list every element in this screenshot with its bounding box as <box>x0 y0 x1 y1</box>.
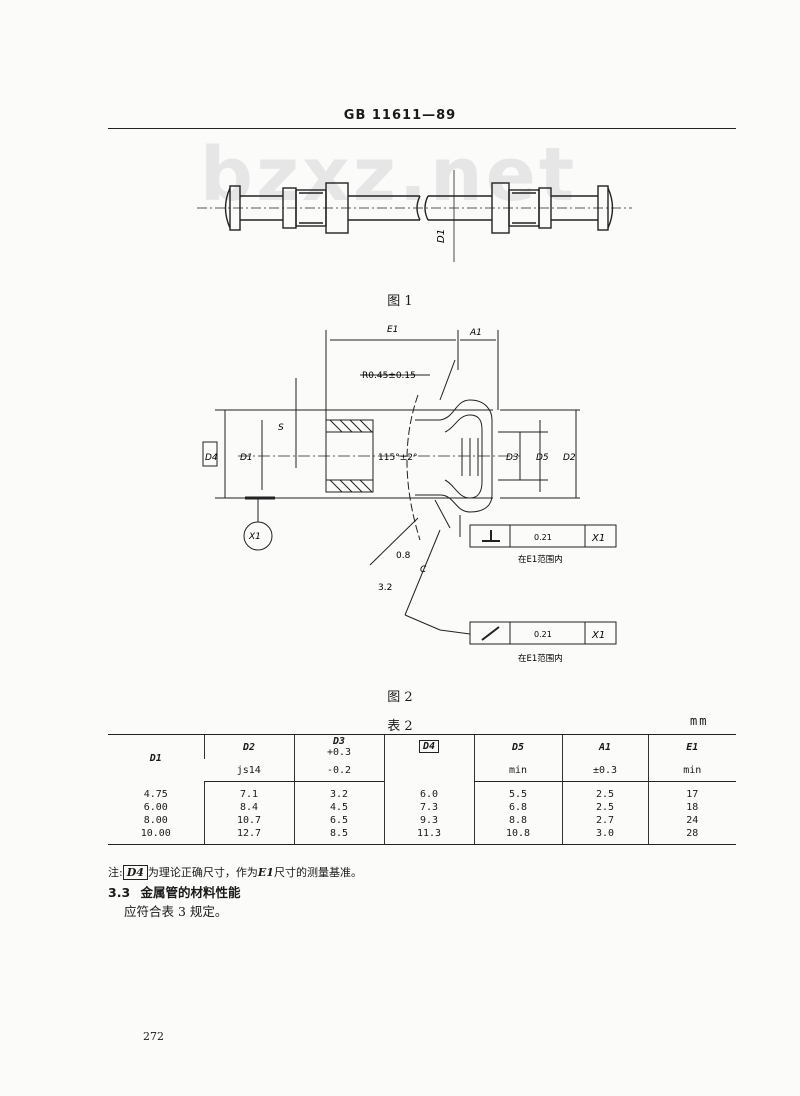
fig2-s-label: S <box>278 423 284 433</box>
table-cell: 10.00 <box>108 827 204 845</box>
figure2-drawing: E1 A1 R0.45±0.15 S D4 D1 115°±2° D3 D5 D… <box>202 325 617 664</box>
fig2-c-label: C <box>420 565 427 575</box>
subheader-d2: js14 <box>204 759 294 782</box>
runout-frame: 0.21 X1 在E1范围内 <box>469 621 617 664</box>
subheader-e1: min <box>647 759 736 782</box>
table-cell: 2.5 <box>561 781 648 801</box>
table-cell: 6.00 <box>143 802 168 813</box>
table-cell: 10.8 <box>473 827 562 845</box>
fig2-d3-label: D3 <box>506 453 519 463</box>
table-cell: 17 <box>647 781 736 801</box>
table-cell: 3.2 <box>293 781 384 801</box>
runout-tolerance: 0.21 <box>534 630 552 639</box>
fig2-d2-label: D2 <box>563 453 576 463</box>
fig2-dim-08: 0.8 <box>396 551 411 561</box>
perpendicularity-frame: 0.21 X1 在E1范围内 <box>469 524 617 565</box>
section-body: 应符合表 3 规定。 <box>124 904 228 919</box>
table-header-row: D1 D2 D3+0.3 D4 D5 A1 E1 <box>108 734 736 782</box>
table-cell: 6.8 <box>473 801 562 814</box>
table-cell: 7.3 <box>383 801 474 814</box>
section-heading: 3.3 金属管的材料性能 <box>108 882 241 901</box>
fig2-a1-label: A1 <box>469 328 482 338</box>
table-unit: mm <box>690 714 709 728</box>
table-cell: 6.0 <box>383 781 474 801</box>
document-header: GB 11611—89 <box>343 108 457 123</box>
table-cell: 2.5 <box>561 801 648 814</box>
figure1-drawing: D1 <box>197 170 632 262</box>
table-cell: 12.7 <box>203 827 294 845</box>
fig2-d5-label: D5 <box>536 453 549 463</box>
fig2-datum-x1: X1 <box>248 532 261 542</box>
table-cell: 5.5 <box>473 781 562 801</box>
perp-datum: X1 <box>591 533 605 544</box>
table-cell: 8.00 <box>143 815 168 826</box>
spec-table: D1 D2 D3+0.3 D4 D5 A1 E1 js14 -0.2 min ±… <box>108 734 736 845</box>
header-a1: A1 <box>561 734 648 759</box>
header-rule <box>108 128 736 129</box>
table-cell: 3.0 <box>561 827 648 845</box>
runout-note: 在E1范围内 <box>518 653 563 664</box>
table-cell: 10.7 <box>203 814 294 827</box>
table-title: 表 2 <box>387 719 413 734</box>
table-cell: 6.5 <box>293 814 384 827</box>
table-cell: 24 <box>647 814 736 827</box>
table-cell: 18 <box>647 801 736 814</box>
header-d4: D4 <box>383 734 474 782</box>
runout-datum: X1 <box>591 630 605 641</box>
fig2-e1-label: E1 <box>387 325 398 335</box>
fig2-dim-32: 3.2 <box>378 583 392 593</box>
watermark: bzxz.net <box>200 132 578 218</box>
subheader-d3: -0.2 <box>293 759 384 782</box>
section-number: 3.3 <box>108 885 131 900</box>
table-cell: 11.3 <box>383 827 474 845</box>
page-number: 272 <box>143 1030 164 1043</box>
table-cell: 8.5 <box>293 827 384 845</box>
table-cell: 4.5 <box>293 801 384 814</box>
fig2-angle-label: 115°±2° <box>378 453 417 463</box>
table-cell: 8.4 <box>203 801 294 814</box>
subheader-a1: ±0.3 <box>561 759 648 782</box>
table-cell: 7.1 <box>203 781 294 801</box>
subheader-d5: min <box>473 759 562 782</box>
table-subheader-row: js14 -0.2 min ±0.3 min <box>108 759 736 782</box>
fig2-radius-label: R0.45±0.15 <box>362 371 416 381</box>
note-d4-symbol: D4 <box>122 865 148 880</box>
figure1-caption: 图 1 <box>387 294 413 309</box>
fig2-d4-label: D4 <box>205 453 218 463</box>
perp-tolerance: 0.21 <box>534 533 552 542</box>
header-d5: D5 <box>473 734 562 759</box>
table-cell: 8.8 <box>473 814 562 827</box>
perp-note: 在E1范围内 <box>518 554 563 565</box>
runout-arrow-icon <box>481 626 500 641</box>
figure2-caption: 图 2 <box>387 690 413 705</box>
table-cell: 4.75 <box>143 788 168 800</box>
table-cell: 28 <box>647 827 736 845</box>
table-cell: 2.7 <box>561 814 648 827</box>
header-d2: D2 <box>203 734 294 759</box>
section-title: 金属管的材料性能 <box>140 885 241 900</box>
header-d1: D1 <box>108 734 204 782</box>
fig2-d1-label: D1 <box>240 453 253 463</box>
fig1-d1-label: D1 <box>436 229 447 243</box>
table-cell: 9.3 <box>383 814 474 827</box>
header-e1: E1 <box>647 734 736 759</box>
header-d3: D3+0.3 <box>293 734 384 759</box>
